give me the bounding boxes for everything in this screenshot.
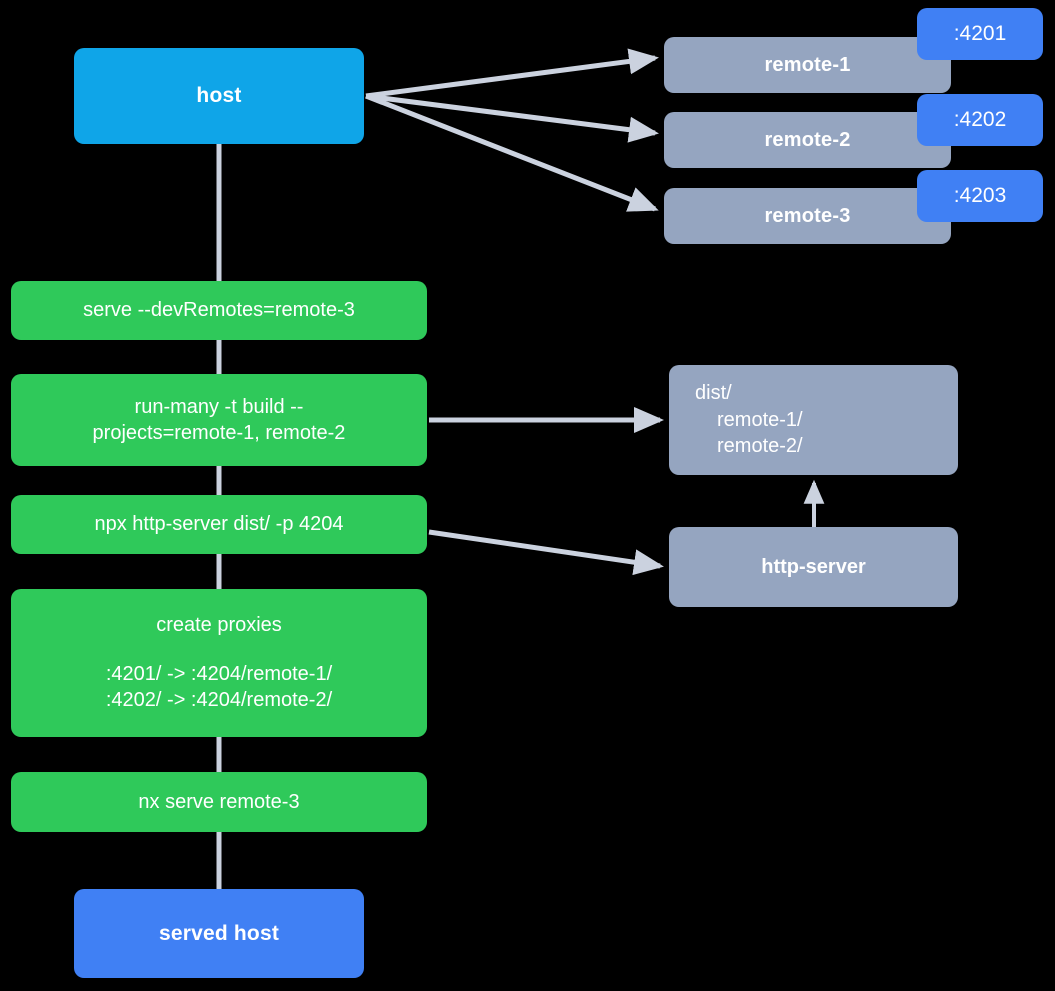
port-badge-remote-2-label: :4202 (953, 108, 1007, 131)
node-remote-1[interactable]: remote-1 (664, 37, 951, 93)
command-create-proxies[interactable]: create proxies :4201/ -> :4204/remote-1/… (11, 589, 427, 737)
node-host-label: host (196, 84, 242, 108)
node-remote-2-label: remote-2 (764, 128, 851, 151)
node-host[interactable]: host (74, 48, 364, 144)
node-served-host-label: served host (158, 921, 280, 945)
command-npx-http-server[interactable]: npx http-server dist/ -p 4204 (11, 495, 427, 554)
command-nx-serve-remote-3-line-1: nx serve remote-3 (138, 790, 300, 813)
node-remote-3-label: remote-3 (764, 204, 851, 227)
command-run-many-build-line-1: run-many -t build -- (134, 395, 304, 418)
command-create-proxies-line-2: :4202/ -> :4204/remote-2/ (105, 689, 333, 712)
edge-host-to-remote-1 (365, 48, 659, 99)
command-run-many-build-line-2: projects=remote-1, remote-2 (92, 422, 346, 444)
command-run-many-build[interactable]: run-many -t build -- projects=remote-1, … (11, 374, 427, 466)
command-nx-serve-remote-3[interactable]: nx serve remote-3 (11, 772, 427, 832)
port-badge-remote-3-label: :4203 (953, 184, 1007, 207)
edge-host-to-remote-3 (365, 93, 659, 212)
node-http-server-label: http-server (761, 555, 866, 578)
command-npx-http-server-line-1: npx http-server dist/ -p 4204 (94, 513, 344, 536)
edge-host-to-remote-2 (365, 93, 659, 143)
node-http-server[interactable]: http-server (669, 527, 958, 607)
command-serve-dev-remotes-line-1: serve --devRemotes=remote-3 (83, 299, 355, 322)
port-badge-remote-1[interactable]: :4201 (917, 8, 1043, 60)
node-dist-child-remote-1: remote-1/ (717, 408, 803, 431)
command-create-proxies-title: create proxies (156, 614, 282, 637)
node-served-host[interactable]: served host (74, 889, 364, 978)
port-badge-remote-1-label: :4201 (953, 22, 1007, 45)
command-serve-dev-remotes[interactable]: serve --devRemotes=remote-3 (11, 281, 427, 340)
node-dist-child-remote-2: remote-2/ (717, 435, 803, 458)
edge-npx-to-http-server (428, 529, 664, 576)
port-badge-remote-3[interactable]: :4203 (917, 170, 1043, 222)
node-remote-2[interactable]: remote-2 (664, 112, 951, 168)
node-remote-1-label: remote-1 (764, 53, 851, 76)
node-remote-3[interactable]: remote-3 (664, 188, 951, 244)
port-badge-remote-2[interactable]: :4202 (917, 94, 1043, 146)
node-dist-folder[interactable]: dist/ remote-1/ remote-2/ (669, 365, 958, 475)
node-dist-root: dist/ (695, 382, 732, 405)
command-create-proxies-line-1: :4201/ -> :4204/remote-1/ (105, 662, 333, 685)
